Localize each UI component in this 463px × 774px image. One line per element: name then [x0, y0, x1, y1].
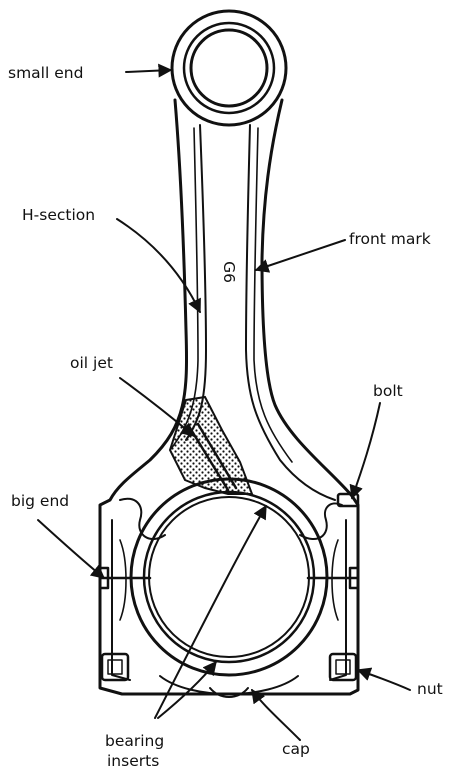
nut-right-shape — [328, 652, 358, 682]
label-h-section: H-section — [22, 206, 95, 224]
leader-bearing-inserts-b — [157, 660, 217, 719]
nut-left-shape — [100, 652, 130, 682]
leader-oil-jet — [119, 377, 196, 437]
leader-h-section — [116, 218, 201, 314]
leader-bolt — [349, 402, 381, 500]
label-big-end: big end — [11, 492, 69, 510]
label-bolt: bolt — [373, 382, 403, 400]
connecting-rod — [98, 9, 360, 698]
leader-nut — [356, 667, 411, 691]
label-front-mark: front mark — [349, 230, 431, 248]
label-bearing-inserts-line1: bearing — [105, 732, 164, 750]
label-oil-jet: oil jet — [70, 354, 113, 372]
leader-small-end — [125, 63, 173, 78]
leader-bearing-inserts-a — [154, 504, 267, 719]
small-end-eye — [170, 9, 288, 127]
label-bearing-inserts-line2: inserts — [107, 752, 159, 770]
rod-outer-outline — [98, 98, 360, 696]
bolt-head-shape — [336, 492, 360, 508]
front-mark-text: G6 — [220, 261, 238, 283]
label-small-end: small end — [8, 64, 83, 82]
leader-big-end — [37, 519, 106, 579]
label-cap: cap — [282, 740, 310, 758]
leader-front-mark — [254, 239, 346, 273]
leader-cap — [251, 688, 301, 741]
big-end-bore — [129, 477, 329, 677]
leader-lines — [37, 63, 411, 741]
labels: small end H-section front mark oil jet b… — [8, 64, 443, 770]
label-nut: nut — [417, 680, 443, 698]
